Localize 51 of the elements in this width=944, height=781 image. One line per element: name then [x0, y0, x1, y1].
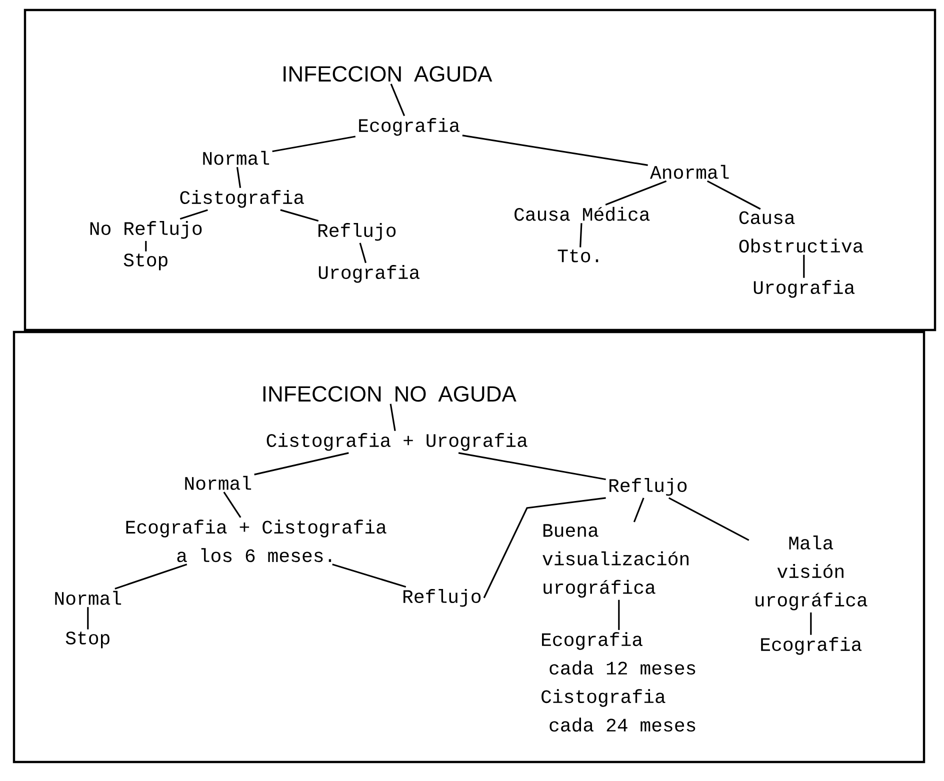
connector-line [390, 84, 406, 116]
connector-line [483, 497, 606, 598]
tree-node-text: Reflujo [318, 223, 396, 241]
connector-line [458, 452, 606, 480]
connector-line [280, 209, 319, 222]
tree-node-text: Normal [203, 150, 270, 165]
connector-line [633, 498, 644, 522]
connector-line [180, 209, 208, 220]
connector-line [706, 180, 761, 210]
connector-line [810, 612, 812, 635]
connector-line [580, 223, 582, 248]
connector-line [390, 404, 396, 431]
connector-line [618, 600, 620, 630]
connector-line [114, 564, 188, 590]
tree-node-text: Urografia [318, 265, 420, 283]
connector-line [359, 242, 367, 264]
tree-node-text: Buena visualización urográfica [542, 524, 688, 598]
tree-node-text: Stop [124, 254, 168, 270]
connector-line [605, 180, 667, 206]
connector-line [236, 166, 242, 188]
tree-node-text: No Reflujo [90, 221, 202, 239]
tree-node-text: Ecografia [359, 118, 460, 136]
connector-line [87, 607, 89, 630]
panel-frame [24, 8, 936, 332]
tree-node-text: Causa Médica [514, 206, 650, 221]
tree-node-text: Causa Obstructiva [739, 211, 864, 253]
tree-node-text: Cistografia [180, 190, 304, 208]
tree-node-text: Ecografia [761, 637, 862, 655]
tree-node-text: Normal [185, 476, 252, 490]
connector-line [332, 564, 406, 588]
tree-node-text: Stop [66, 632, 110, 648]
tree-node-text: Reflujo [610, 478, 687, 496]
tree-node-text: Tto. [558, 249, 598, 262]
tree-heading: INFECCION NO AGUDA [263, 386, 516, 402]
tree-node-text: Anormal [650, 164, 729, 179]
tree-node-text: Reflujo [404, 589, 481, 607]
tree-node-text: Cistografia + Urografia [266, 433, 528, 451]
connector-line [145, 240, 147, 252]
connector-line [223, 492, 242, 518]
tree-node-text: Normal [55, 590, 122, 605]
connector-line [668, 497, 750, 541]
tree-node-text: Mala visión urográfica [756, 536, 868, 610]
connector-line [462, 134, 648, 166]
tree-node-text: Ecografia cada 12 meses Cistografia cada 24 meses [542, 632, 696, 732]
tree-node-text: Urografia [754, 280, 855, 298]
panel-frame [12, 330, 926, 764]
tree-node-text: Ecografia + Cistografia a los 6 meses. [126, 520, 386, 562]
connector-line [254, 452, 349, 476]
connector-line [803, 254, 805, 278]
tree-heading: INFECCION AGUDA [284, 66, 492, 82]
connector-line [272, 136, 356, 152]
